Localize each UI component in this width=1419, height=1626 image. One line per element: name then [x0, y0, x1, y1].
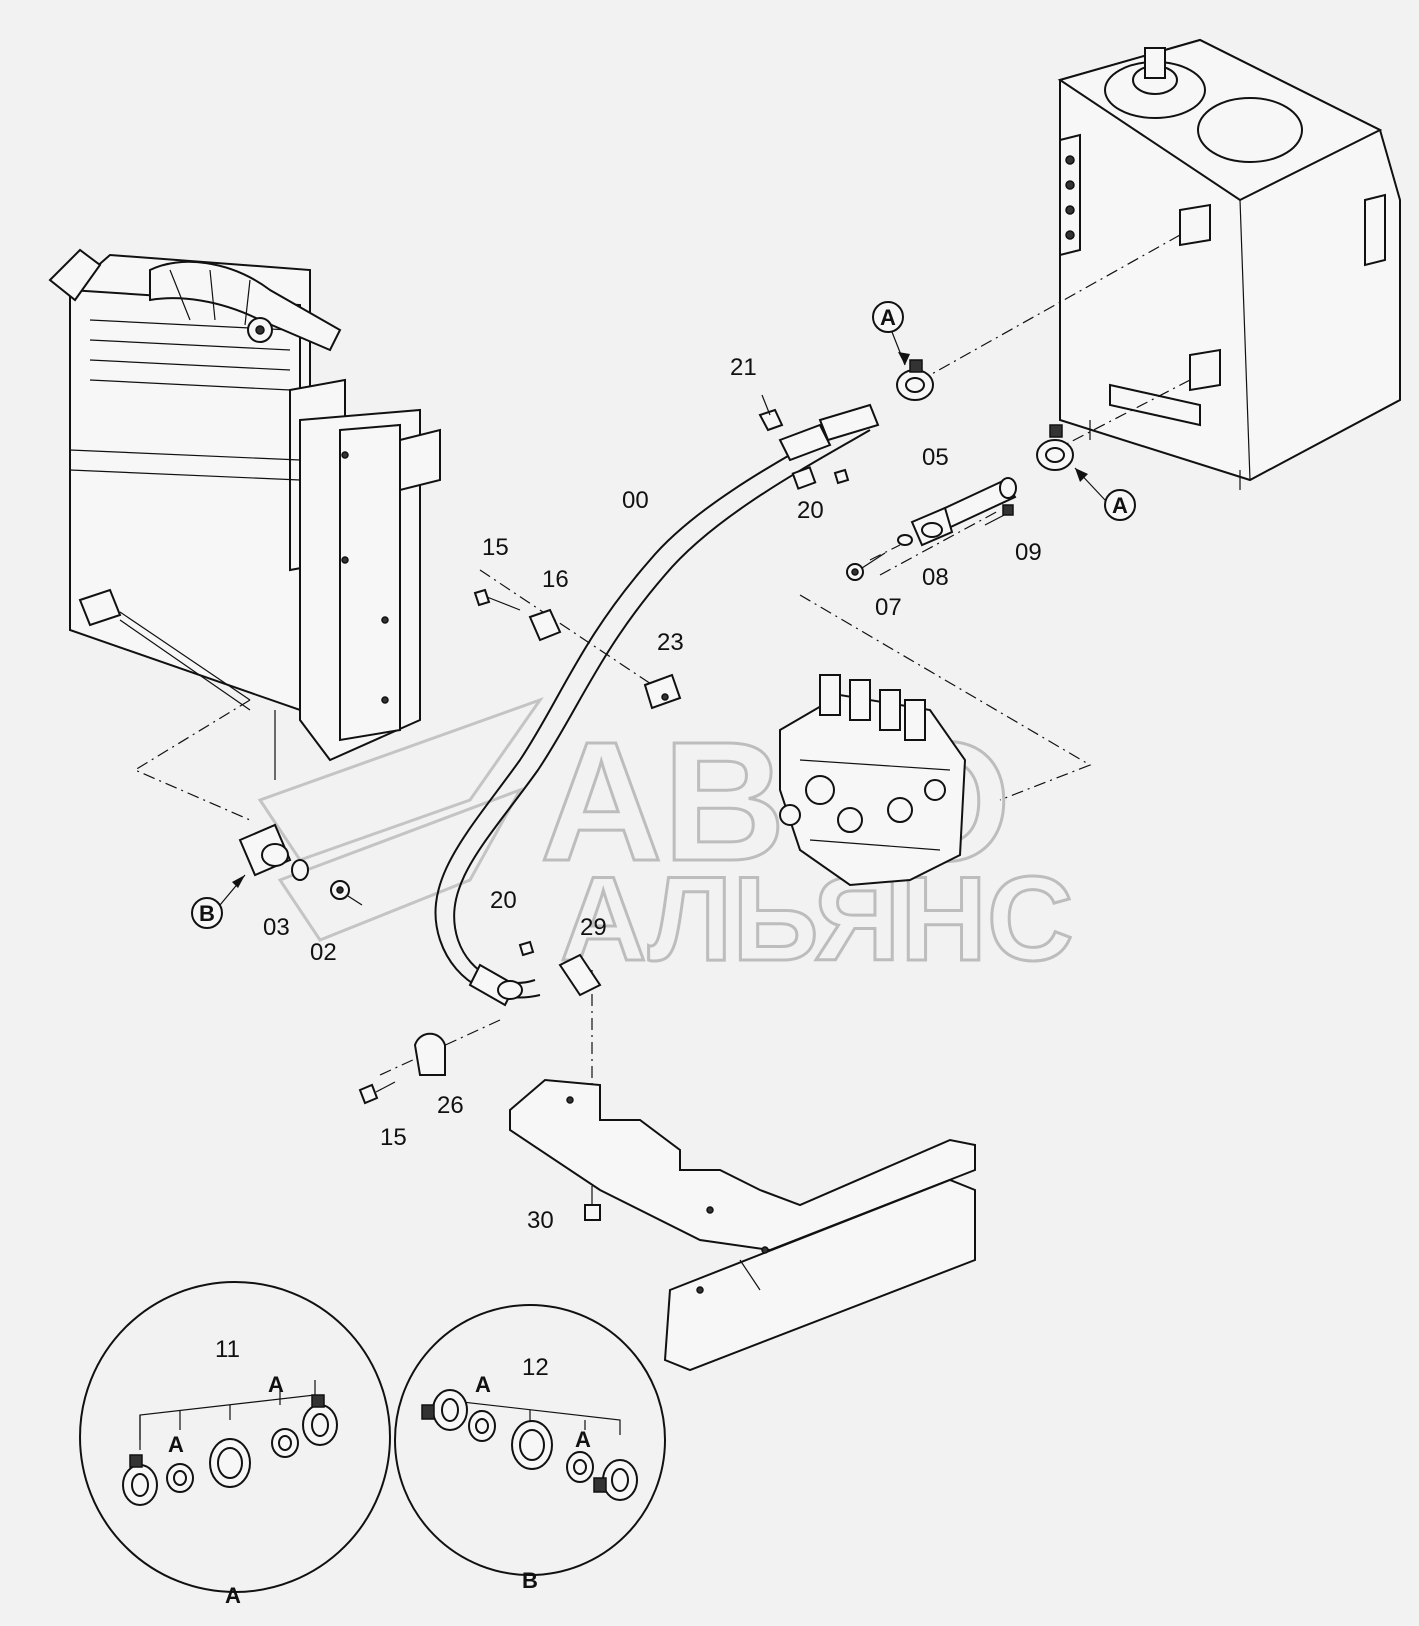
detail-a-left-label: A — [168, 1432, 184, 1457]
detail-b-left-label: A — [475, 1372, 491, 1397]
hose-00 — [434, 403, 880, 1007]
callout-a-right: A — [1074, 467, 1136, 521]
part-23 — [643, 673, 682, 710]
detail-a-right-label: A — [268, 1372, 284, 1397]
part-07-08 — [846, 534, 913, 581]
frame-member — [509, 1078, 976, 1372]
pipe-05 — [910, 477, 1017, 547]
label-20a: 20 — [797, 497, 824, 524]
radiator-assembly — [48, 248, 441, 780]
control-valve — [779, 674, 967, 887]
callout-b-left: B — [191, 874, 246, 929]
hydraulic-tank — [1057, 38, 1401, 490]
part-29 — [558, 953, 602, 997]
part-02-03-clamp-b — [238, 823, 363, 906]
callout-b-left-label: B — [199, 901, 215, 926]
label-23: 23 — [657, 629, 684, 656]
watermark-logo-icon — [257, 697, 544, 942]
label-15b: 15 — [380, 1124, 407, 1151]
label-05: 05 — [922, 444, 949, 471]
label-02: 02 — [310, 939, 337, 966]
part-20 — [518, 468, 850, 957]
label-12: 12 — [522, 1354, 549, 1381]
label-03: 03 — [263, 914, 290, 941]
detail-a-title: A — [225, 1583, 241, 1608]
clamp-a-right — [1036, 424, 1074, 471]
label-29: 29 — [580, 914, 607, 941]
label-11: 11 — [215, 1336, 240, 1363]
label-26: 26 — [437, 1092, 464, 1119]
detail-b-right-label: A — [575, 1427, 591, 1452]
label-20b: 20 — [490, 887, 517, 914]
part-21 — [758, 394, 784, 432]
part-26-15 — [358, 1032, 446, 1105]
label-07: 07 — [875, 594, 902, 621]
callout-a-top: A — [872, 301, 910, 366]
label-08: 08 — [922, 564, 949, 591]
detail-b-title: B — [522, 1568, 538, 1593]
label-09: 09 — [1015, 539, 1042, 566]
label-30: 30 — [527, 1207, 554, 1234]
detail-circle-a — [79, 1281, 391, 1593]
detail-circle-b — [394, 1304, 666, 1576]
part-30 — [584, 1190, 601, 1221]
clamp-a-top — [896, 359, 934, 401]
callout-a-top-label: A — [880, 305, 896, 330]
label-21: 21 — [730, 354, 757, 381]
label-16: 16 — [542, 566, 569, 593]
label-15a: 15 — [482, 534, 509, 561]
label-00: 00 — [622, 487, 649, 514]
detail-labels: A A A A A B — [168, 1372, 591, 1608]
callout-a-right-label: A — [1112, 493, 1128, 518]
watermark-line2: АЛЬЯНС — [560, 852, 1074, 986]
part-15-16 — [473, 588, 562, 642]
part-labels: 00 02 03 05 07 08 09 11 12 15 15 16 20 2… — [215, 354, 1042, 1381]
